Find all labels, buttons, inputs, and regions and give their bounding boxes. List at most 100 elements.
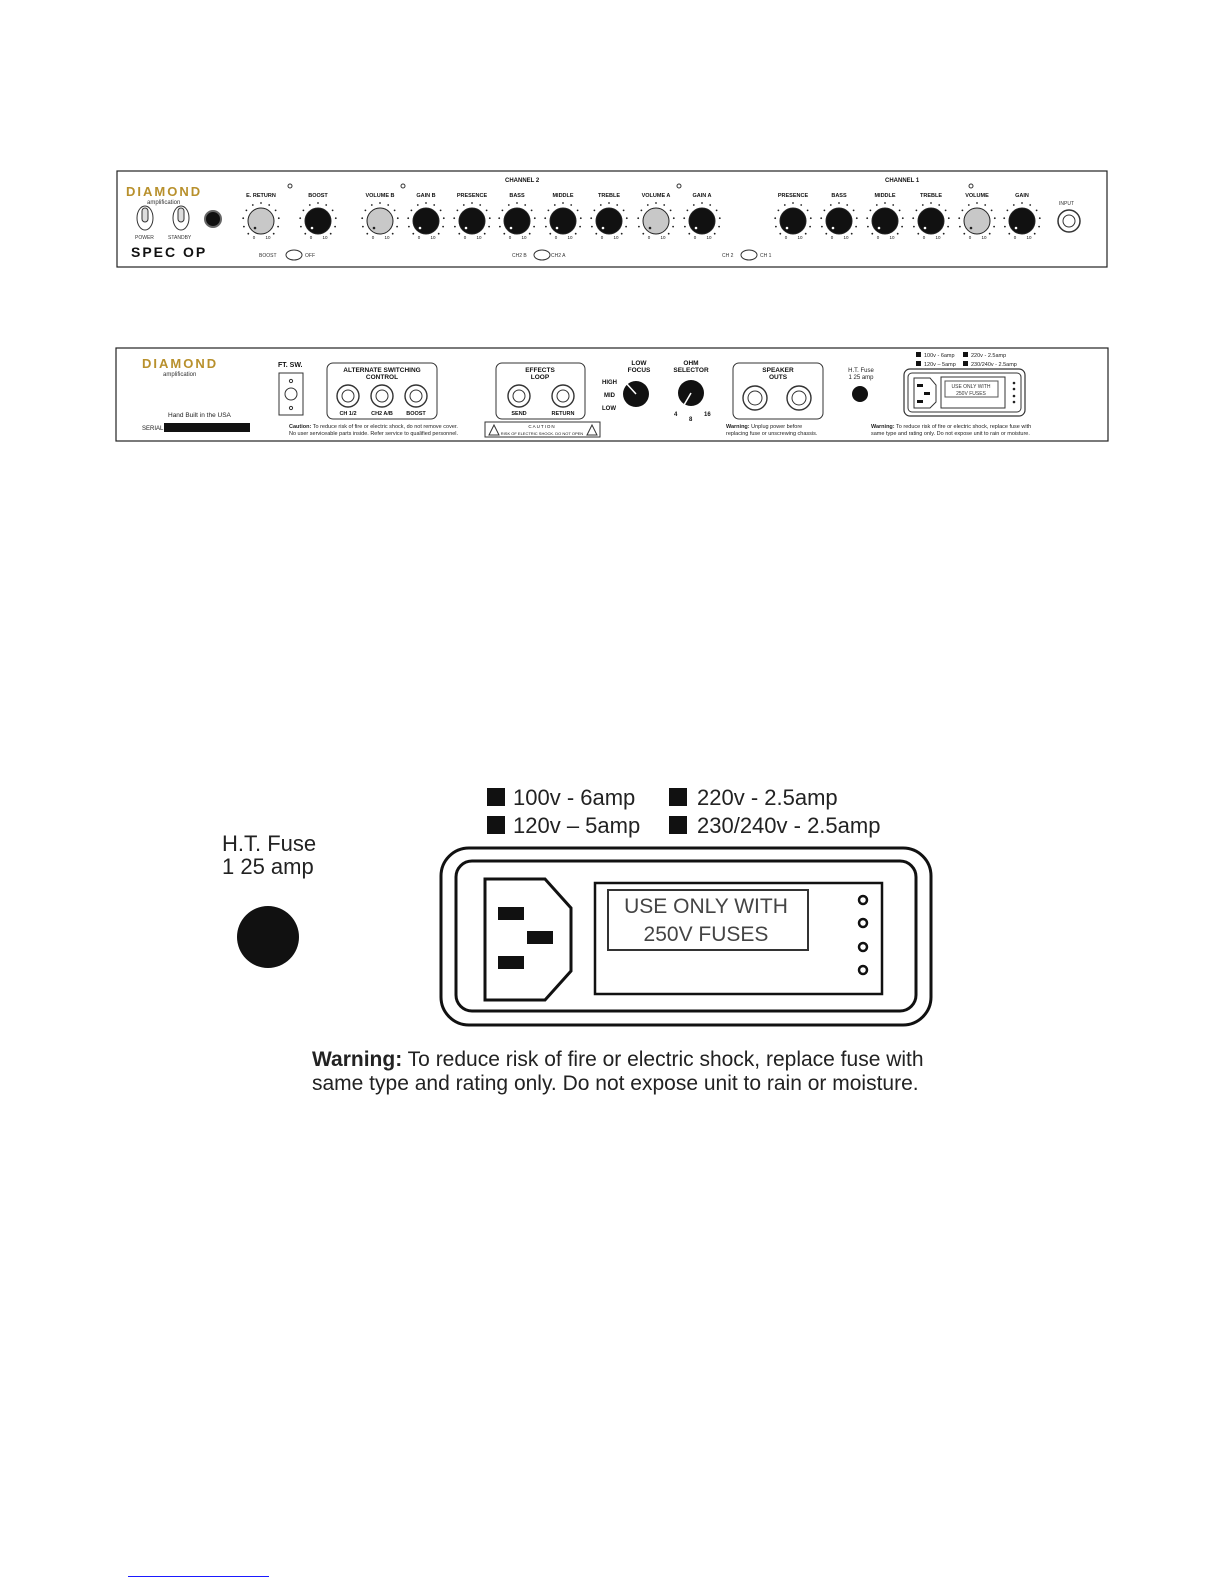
ht-fuse-holder[interactable] — [852, 386, 868, 402]
ch2ab-jack[interactable] — [370, 384, 394, 408]
model-logo: SPEC OP — [131, 244, 207, 260]
knob-tick — [655, 202, 657, 204]
knob-tick — [499, 225, 501, 228]
detail-ht-fuse-holder[interactable] — [237, 906, 299, 968]
knob-body[interactable] — [779, 207, 807, 235]
knob-pointer — [310, 226, 314, 230]
knob-body[interactable] — [642, 207, 670, 235]
boost-jack[interactable] — [404, 384, 428, 408]
knob-body[interactable] — [595, 207, 623, 235]
knob-tick — [777, 209, 780, 212]
knob-tick — [391, 232, 394, 235]
knob-body[interactable] — [688, 207, 716, 235]
knob-tick — [640, 209, 643, 212]
knob-body[interactable] — [304, 207, 332, 235]
knob-body[interactable] — [412, 207, 440, 235]
low-focus-knob[interactable] — [623, 381, 649, 407]
knob-body[interactable] — [963, 207, 991, 235]
knob-label: BASS — [831, 193, 847, 199]
boost-toggle-switch[interactable] — [285, 249, 303, 261]
ohm-selector-subtitle: SELECTOR — [673, 367, 709, 374]
knob-volume-b-3[interactable] — [361, 202, 399, 235]
voltage-box-icon — [963, 361, 968, 366]
ch12-jack-label: CH 1/2 — [339, 411, 356, 417]
knob-scale-min: 0 — [694, 235, 697, 240]
knob-gain-16[interactable] — [1003, 202, 1041, 235]
power-switch[interactable] — [136, 205, 154, 231]
standby-switch[interactable] — [172, 205, 190, 231]
knob-tick — [990, 209, 993, 212]
knob-tick — [829, 204, 832, 206]
knob-presence-5[interactable] — [453, 202, 491, 235]
knob-body[interactable] — [917, 207, 945, 235]
knob-tick — [855, 217, 858, 220]
knob-tick — [488, 225, 490, 228]
footswitch-jack[interactable] — [284, 387, 298, 401]
knob-tick — [245, 209, 248, 212]
knob-gain-b-4[interactable] — [407, 202, 445, 235]
knob-middle-13[interactable] — [866, 202, 904, 235]
knob-tick — [593, 209, 596, 212]
ch2-ab-toggle-switch[interactable] — [533, 249, 551, 261]
knob-gain-a-10[interactable] — [683, 202, 721, 235]
knob-body[interactable] — [825, 207, 853, 235]
send-jack[interactable] — [507, 384, 531, 408]
knob-tick — [425, 202, 427, 204]
knob-tick — [325, 204, 328, 206]
knob-body[interactable] — [458, 207, 486, 235]
knob-tick — [410, 209, 413, 212]
knob-tick — [692, 204, 695, 206]
knob-scale-min: 0 — [1014, 235, 1017, 240]
speaker-out-jack-1[interactable] — [742, 385, 768, 411]
indicator-dot — [1012, 400, 1016, 404]
knob-tick — [709, 204, 712, 206]
knob-body[interactable] — [549, 207, 577, 235]
knob-bass-6[interactable] — [498, 202, 536, 235]
caution-sticker-title: CAUTION — [528, 424, 555, 429]
knob-volume-a-9[interactable] — [637, 202, 675, 235]
knob-tick — [688, 232, 691, 235]
knob-tick — [533, 225, 535, 228]
knob-tick — [562, 202, 564, 204]
detail-warning-line-2: same type and rating only. Do not expose… — [312, 1072, 919, 1095]
knob-tick — [669, 209, 672, 212]
knob-scale-max: 10 — [843, 235, 849, 240]
knob-bass-12[interactable] — [820, 202, 858, 235]
send-jack-label: SEND — [511, 411, 526, 417]
knob-pointer — [831, 226, 835, 230]
knob-volume-15[interactable] — [958, 202, 996, 235]
knob-body[interactable] — [871, 207, 899, 235]
detail-fuse-label-line-2: 250V FUSES — [644, 923, 769, 946]
ohm-selector-knob[interactable] — [678, 380, 704, 406]
speaker-out-jack-2[interactable] — [786, 385, 812, 411]
input-jack[interactable] — [1057, 209, 1081, 233]
knob-scale-max: 10 — [567, 235, 573, 240]
return-jack[interactable] — [551, 384, 575, 408]
knob-presence-11[interactable] — [774, 202, 812, 235]
caution-text-line-1: Caution: To reduce risk of fire or elect… — [289, 424, 458, 430]
knob-scale-max: 10 — [384, 235, 390, 240]
knob-tick — [642, 232, 645, 235]
knob-tick — [334, 225, 336, 228]
knob-body[interactable] — [1008, 207, 1036, 235]
knob-body[interactable] — [247, 207, 275, 235]
knob-tick — [416, 204, 419, 206]
indicator-dot — [857, 941, 869, 953]
knob-pointer — [785, 226, 789, 230]
rear-ht-fuse-title: H.T. Fuse — [848, 368, 874, 374]
knob-tick — [485, 209, 488, 212]
knob-body[interactable] — [503, 207, 531, 235]
channel-toggle-switch[interactable] — [740, 249, 758, 261]
knob-treble-14[interactable] — [912, 202, 950, 235]
knob-treble-8[interactable] — [590, 202, 628, 235]
knob-body[interactable] — [366, 207, 394, 235]
knob-pointer — [464, 226, 468, 230]
ch12-jack[interactable] — [336, 384, 360, 408]
knob-middle-7[interactable] — [544, 202, 582, 235]
knob-boost-2[interactable] — [299, 202, 337, 235]
knob-tick — [620, 232, 623, 235]
knob-tick — [866, 217, 869, 220]
knob-tick — [896, 232, 899, 235]
rear-voltage-120: 120v – 5amp — [924, 362, 956, 368]
knob-e-return-1[interactable] — [242, 202, 280, 235]
